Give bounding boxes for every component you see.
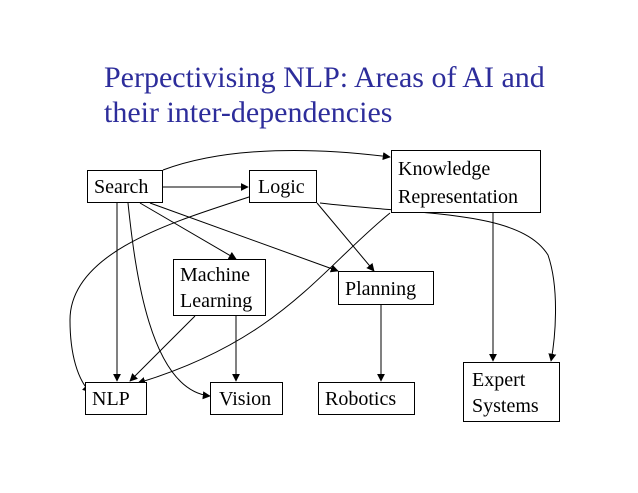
title-line-2: their inter-dependencies [104, 96, 393, 129]
edge-logic-nlp [69, 195, 253, 393]
node-planning: Planning [338, 271, 434, 305]
node-search: Search [87, 170, 163, 203]
node-logic-label: Logic [258, 176, 305, 198]
slide-title: Perpectivising NLP: Areas of AI and thei… [104, 60, 624, 130]
node-ml-line-1: Machine [180, 264, 250, 286]
node-expert-line-1: Expert [472, 369, 526, 391]
node-vision: Vision [210, 382, 283, 415]
node-logic: Logic [249, 170, 317, 203]
node-knowledge-line-2: Representation [398, 186, 518, 208]
node-nlp: NLP [85, 382, 147, 415]
title-line-1: Perpectivising NLP: Areas of AI and [104, 61, 545, 94]
node-robotics-label: Robotics [325, 388, 397, 410]
node-knowledge-representation: Knowledge Representation [391, 150, 541, 213]
node-robotics: Robotics [318, 382, 415, 415]
node-nlp-label: NLP [92, 388, 130, 410]
node-ml-line-2: Learning [180, 290, 253, 312]
node-search-label: Search [94, 176, 149, 198]
node-expert-line-2: Systems [472, 395, 539, 417]
node-planning-label: Planning [345, 278, 417, 300]
edge-search-planning [149, 202, 339, 273]
node-expert-systems: Expert Systems [463, 362, 560, 422]
edge-search-machine-learning [139, 202, 237, 260]
node-vision-label: Vision [219, 388, 272, 410]
node-machine-learning: Machine Learning [173, 259, 266, 316]
node-knowledge-line-1: Knowledge [398, 158, 491, 180]
edge-logic-planning [316, 202, 375, 272]
edge-knowledge-nlp [137, 212, 391, 385]
edge-search-vision [127, 202, 211, 400]
edge-search-knowledge [162, 149, 391, 171]
edge-ml-nlp [129, 315, 196, 382]
